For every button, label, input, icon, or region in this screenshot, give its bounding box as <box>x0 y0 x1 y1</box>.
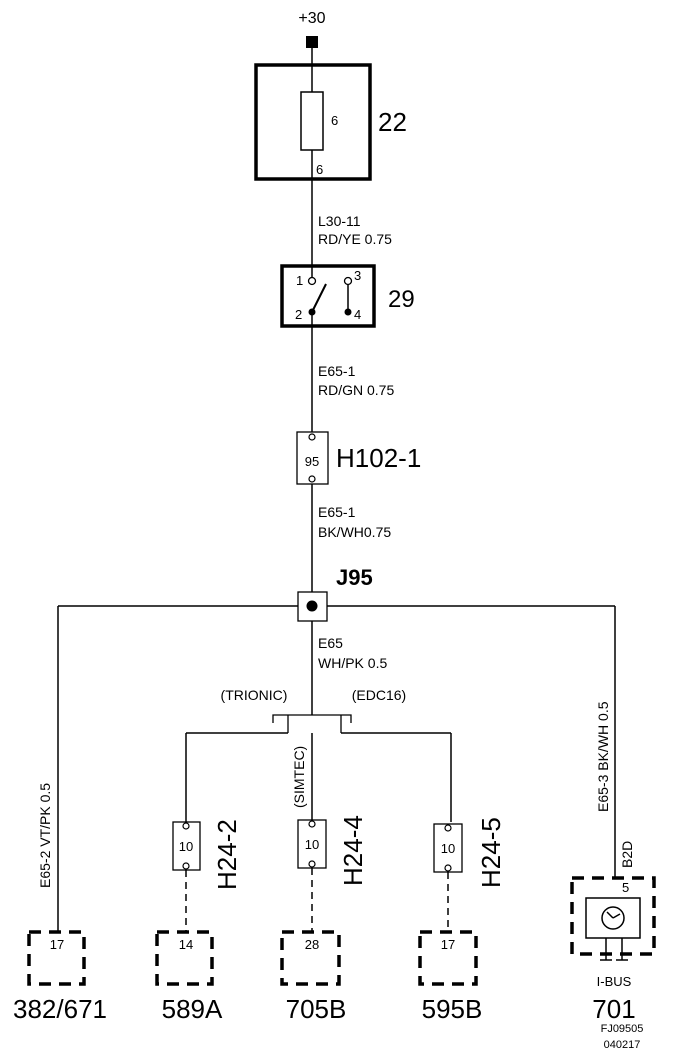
supply-terminal <box>306 36 318 48</box>
unit-589a-id: 589A <box>162 994 223 1024</box>
fuse-box <box>254 63 372 181</box>
doc-date: 040217 <box>604 1039 641 1051</box>
h24-5-pin-top <box>444 824 452 832</box>
clock-hand-1 <box>606 911 614 919</box>
h24-4-pin: 10 <box>305 837 319 852</box>
h24-2-id: H24-2 <box>212 819 242 890</box>
switch-pin-3-label: 3 <box>354 268 361 283</box>
unit-705b-box <box>280 930 341 986</box>
variant-edc16: (EDC16) <box>352 687 406 703</box>
switch-box <box>280 264 376 328</box>
h24-5-pin: 10 <box>441 841 455 856</box>
fuse-id: 22 <box>378 107 407 137</box>
h24-2-pin-bottom <box>182 862 190 870</box>
variant-trionic: (TRIONIC) <box>221 687 288 703</box>
h24-2-pin-top <box>182 822 190 830</box>
unit-705b-id: 705B <box>286 994 347 1024</box>
unit-382-671-pin: 17 <box>50 937 64 952</box>
wire3-spec: BK/WH0.75 <box>318 524 391 540</box>
unit-595b-box <box>418 930 478 986</box>
unit-382-671-id: 382/671 <box>13 994 107 1024</box>
switch-pin-1-label: 1 <box>296 273 303 288</box>
switch-pin-2-label: 2 <box>295 307 302 322</box>
doc-code: FJ09505 <box>601 1023 644 1035</box>
wire-left-label: E65-2 VT/PK 0.5 <box>37 783 53 888</box>
wire1-code: L30-11 <box>318 213 361 229</box>
h102-connector <box>296 431 329 485</box>
switch-id: 29 <box>388 286 415 313</box>
unit-701-id: 701 <box>592 994 635 1024</box>
unit-589a-box <box>155 930 214 986</box>
wire2-code: E65-1 <box>318 363 356 379</box>
fuse-element <box>300 91 324 151</box>
unit-382-671-box <box>27 930 86 986</box>
unit-705b-pin: 28 <box>305 937 319 952</box>
fuse-pin: 6 <box>316 162 323 177</box>
junction-id: J95 <box>336 565 373 590</box>
junction-dot <box>306 600 318 612</box>
wire-right-label: E65-3 BK/WH 0.5 <box>595 701 611 812</box>
h24-5-id: H24-5 <box>476 817 506 888</box>
unit-701-box <box>570 876 656 956</box>
h24-5-connector <box>433 823 463 873</box>
supply-label: +30 <box>298 10 325 27</box>
unit-589a-pin: 14 <box>179 937 193 952</box>
unit-595b-pin: 17 <box>441 937 455 952</box>
h102-id: H102-1 <box>336 443 421 473</box>
h24-2-pin: 10 <box>179 839 193 854</box>
h24-5-pin-bottom <box>444 864 452 872</box>
h24-4-pin-bottom <box>308 860 316 868</box>
variant-simtec: (SIMTEC) <box>291 746 307 808</box>
unit-701-inner <box>585 897 641 939</box>
b2d-label: B2D <box>619 841 635 868</box>
h102-pin: 95 <box>305 454 319 469</box>
switch-pin-1 <box>307 276 317 286</box>
switch-pin-4-label: 4 <box>354 307 361 322</box>
h24-4-id: H24-4 <box>338 815 368 886</box>
switch-lever <box>311 283 327 313</box>
switch-pin-3 <box>343 276 353 286</box>
h24-2-connector <box>172 821 201 871</box>
wire3-code: E65-1 <box>318 504 356 520</box>
clock-hand-2 <box>612 913 621 919</box>
variant-brace <box>272 714 352 723</box>
h102-pin-bottom <box>308 475 316 483</box>
unit-701-pin: 5 <box>622 880 629 895</box>
wire4-code: E65 <box>318 635 343 651</box>
wire4-spec: WH/PK 0.5 <box>318 655 387 671</box>
h102-pin-top <box>308 433 316 441</box>
h24-4-pin-top <box>308 820 316 828</box>
wire1-spec: RD/YE 0.75 <box>318 231 392 247</box>
unit-701-bus-label: I-BUS <box>597 974 632 989</box>
wire2-spec: RD/GN 0.75 <box>318 382 394 398</box>
fuse-value: 6 <box>331 113 338 128</box>
unit-595b-id: 595B <box>422 994 483 1024</box>
